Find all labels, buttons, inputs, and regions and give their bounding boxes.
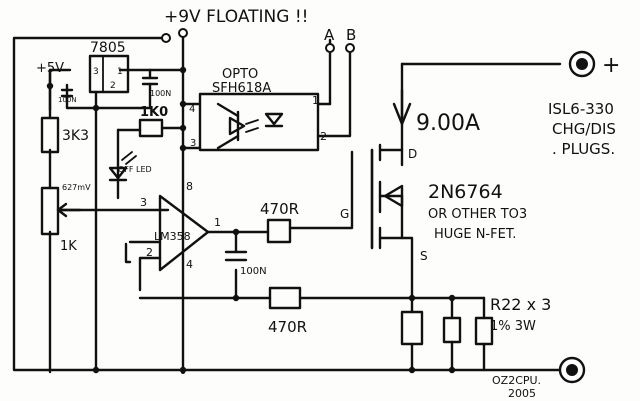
cap-left-label: 100N	[58, 96, 77, 104]
opamp-label: LM358	[154, 230, 191, 243]
opamp-pin1: 1	[214, 216, 221, 229]
opto-pin1: 1	[312, 94, 319, 107]
potentiometer-1k	[40, 186, 82, 236]
opto-pin2: 2	[320, 130, 327, 143]
gate-label: G	[340, 207, 349, 221]
plus5v-label: +5V	[36, 61, 64, 76]
fet-note-1: OR OTHER TO3	[428, 207, 527, 222]
source-label: S	[420, 249, 428, 263]
r470-feedback-label: 470R	[268, 318, 307, 336]
off-led	[108, 151, 137, 182]
regulator-label: 7805	[90, 40, 126, 56]
cap-right-label: 100N	[150, 89, 171, 98]
cap-bottom-label: 100N	[240, 266, 267, 277]
credit-1: OZ2CPU.	[492, 374, 541, 387]
plug-negative	[558, 356, 586, 384]
led-label: OFF LED	[118, 165, 152, 174]
plug-label-3: . PLUGS.	[552, 140, 615, 158]
regulator-pin-gnd: 2	[110, 81, 116, 91]
opamp-pin4: 4	[186, 258, 193, 271]
plug-label-1: ISL6-330	[548, 100, 614, 118]
opamp-pin3: 3	[140, 196, 147, 209]
shunt-label: R22 x 3	[490, 295, 551, 314]
opto-pin4: 4	[189, 104, 195, 115]
capacitor-100n-right	[141, 68, 159, 86]
pot-voltage-label: 627mV	[62, 183, 91, 192]
plug-positive	[568, 50, 596, 78]
r3k3-label: 3K3	[62, 128, 89, 144]
capacitor-100n-left	[60, 88, 74, 98]
current-label: 9.00A	[416, 111, 480, 136]
r1k0-label: 1K0	[140, 105, 168, 120]
input-b-label: B	[346, 26, 356, 44]
regulator-pin-out: 1	[117, 67, 123, 77]
opto-title: OPTO	[222, 67, 258, 82]
shunt-rating-label: 1% 3W	[490, 319, 536, 334]
opamp-pin2: 2	[146, 246, 153, 259]
fet-part-label: 2N6764	[428, 181, 503, 203]
current-arrow	[392, 88, 412, 126]
input-terminals	[325, 43, 355, 53]
optocoupler	[198, 92, 320, 152]
opto-pin3: 3	[190, 138, 196, 149]
resistor-1k0	[138, 118, 164, 138]
input-a-label: A	[324, 26, 335, 44]
resistor-3k3	[40, 116, 60, 154]
opto-part-label: SFH618A	[212, 81, 271, 96]
supply-terminal	[161, 28, 188, 43]
pot-1k-label: 1K	[60, 239, 77, 254]
capacitor-100n-bottom	[224, 250, 248, 262]
opamp-lm358	[158, 194, 210, 272]
nfet-2n6764	[370, 143, 404, 250]
r470-gate-label: 470R	[260, 200, 299, 218]
supply-label: +9V FLOATING !!	[164, 7, 308, 27]
plug-plus-label: +	[602, 53, 620, 78]
junctions	[46, 66, 456, 374]
credit-2: 2005	[508, 387, 536, 400]
resistor-470r-feedback	[268, 286, 302, 310]
opamp-pin8: 8	[186, 180, 193, 193]
resistor-470r-gate	[266, 218, 292, 244]
fet-note-2: HUGE N-FET.	[434, 227, 516, 242]
shunt-resistors	[400, 310, 494, 346]
regulator-7805	[88, 54, 130, 94]
regulator-pin-in: 3	[93, 67, 99, 77]
plug-label-2: CHG/DIS	[552, 120, 616, 138]
drain-label: D	[408, 147, 417, 161]
